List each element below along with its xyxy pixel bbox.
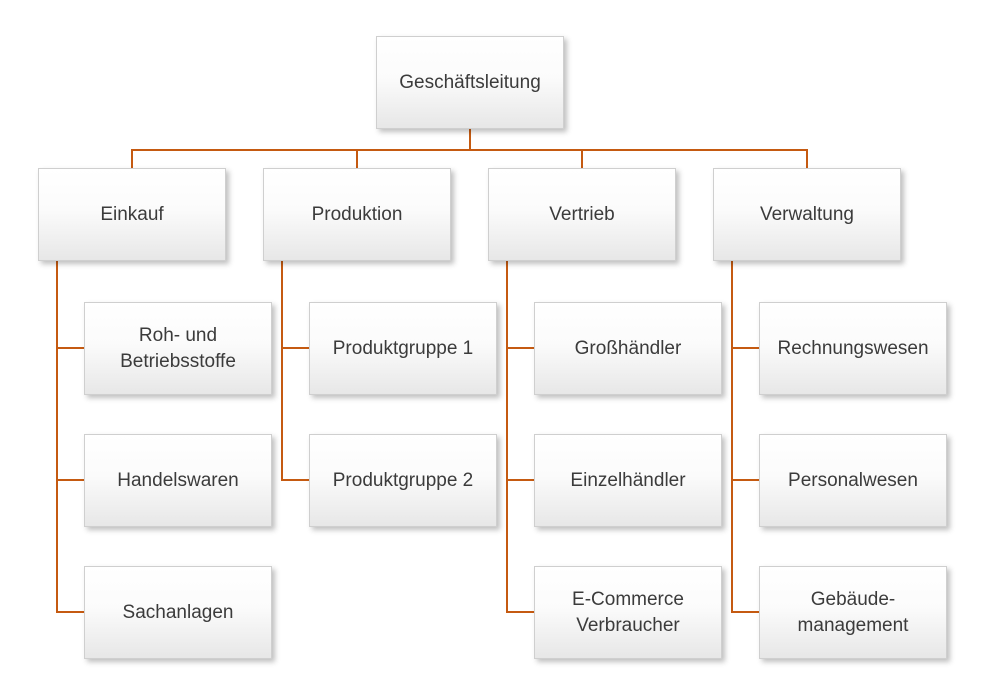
- org-node-label: Sachanlagen: [122, 601, 234, 623]
- connector-stub-e-commerce-verbraucher: [506, 611, 534, 613]
- org-node-label: Roh- und Betriebsstoffe: [120, 324, 236, 372]
- org-node-einzelhaendler[interactable]: Einzelhändler: [534, 434, 722, 527]
- connector-stub-roh-und-betriebsstoffe: [56, 347, 84, 349]
- org-node-label: Produktgruppe 2: [332, 469, 474, 491]
- connector-branch-produktion: [281, 261, 283, 481]
- connector-stub-personalwesen: [731, 479, 759, 481]
- org-node-label: Handelswaren: [117, 469, 239, 491]
- org-node-geschaeftsleitung[interactable]: Geschäftsleitung: [376, 36, 564, 129]
- org-node-label: Gebäude-management: [797, 588, 909, 636]
- connector-drop-vertrieb: [581, 149, 583, 168]
- org-node-gebaeudemanagement[interactable]: Gebäude-management: [759, 566, 947, 659]
- org-node-e-commerce-verbraucher[interactable]: E-Commerce Verbraucher: [534, 566, 722, 659]
- connector-stub-rechnungswesen: [731, 347, 759, 349]
- org-node-label: Personalwesen: [788, 469, 918, 491]
- connector-branch-verwaltung: [731, 261, 733, 613]
- connector-stub-produktgruppe-1: [281, 347, 309, 349]
- org-node-label: Einzelhändler: [570, 469, 686, 491]
- org-node-label: Großhändler: [574, 337, 682, 359]
- org-node-sachanlagen[interactable]: Sachanlagen: [84, 566, 272, 659]
- org-node-label: Vertrieb: [549, 203, 615, 225]
- org-node-label: Produktion: [311, 203, 403, 225]
- connector-stub-sachanlagen: [56, 611, 84, 613]
- org-node-personalwesen[interactable]: Personalwesen: [759, 434, 947, 527]
- org-node-produktion[interactable]: Produktion: [263, 168, 451, 261]
- connector-stub-gebaeudemanagement: [731, 611, 759, 613]
- org-node-roh-und-betriebsstoffe[interactable]: Roh- und Betriebsstoffe: [84, 302, 272, 395]
- connector-drop-verwaltung: [806, 149, 808, 168]
- connector-level1-bus: [131, 149, 808, 151]
- connector-stub-produktgruppe-2: [281, 479, 309, 481]
- org-node-rechnungswesen[interactable]: Rechnungswesen: [759, 302, 947, 395]
- org-node-label: Geschäftsleitung: [399, 71, 541, 93]
- org-node-verwaltung[interactable]: Verwaltung: [713, 168, 901, 261]
- connector-stub-grosshaendler: [506, 347, 534, 349]
- org-node-label: E-Commerce Verbraucher: [572, 588, 684, 636]
- connector-branch-einkauf: [56, 261, 58, 613]
- org-node-label: Verwaltung: [759, 203, 854, 225]
- connector-root-stem: [469, 129, 471, 151]
- connector-branch-vertrieb: [506, 261, 508, 613]
- connector-drop-einkauf: [131, 149, 133, 168]
- org-node-vertrieb[interactable]: Vertrieb: [488, 168, 676, 261]
- org-node-produktgruppe-2[interactable]: Produktgruppe 2: [309, 434, 497, 527]
- org-node-label: Rechnungswesen: [777, 337, 929, 359]
- org-node-handelswaren[interactable]: Handelswaren: [84, 434, 272, 527]
- org-node-produktgruppe-1[interactable]: Produktgruppe 1: [309, 302, 497, 395]
- org-node-label: Einkauf: [100, 203, 164, 225]
- org-node-label: Produktgruppe 1: [332, 337, 474, 359]
- connector-drop-produktion: [356, 149, 358, 168]
- connector-stub-handelswaren: [56, 479, 84, 481]
- connector-stub-einzelhaendler: [506, 479, 534, 481]
- org-node-einkauf[interactable]: Einkauf: [38, 168, 226, 261]
- org-node-grosshaendler[interactable]: Großhändler: [534, 302, 722, 395]
